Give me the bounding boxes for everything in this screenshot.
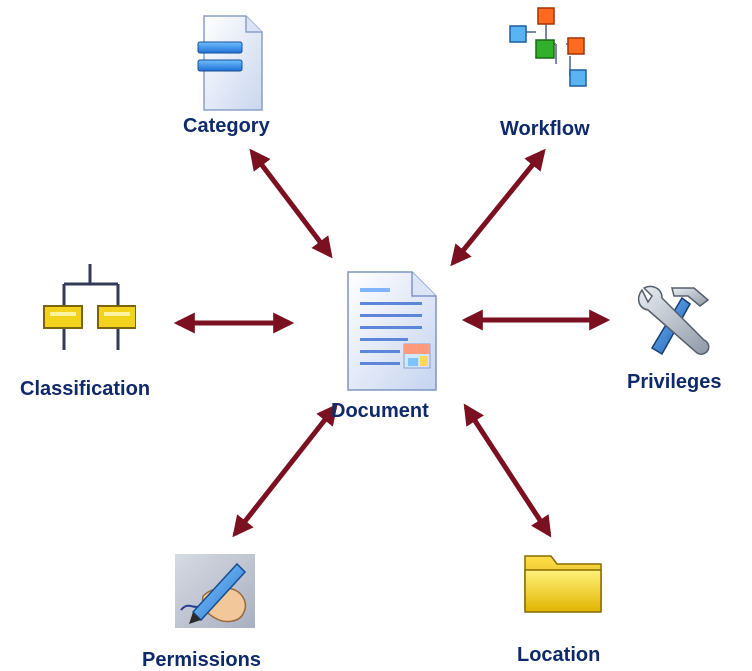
node-label-classification: Classification <box>20 378 151 400</box>
node-label-location: Location <box>517 644 601 666</box>
node-label-workflow: Workflow <box>500 118 590 140</box>
node-label-privileges: Privileges <box>627 371 722 393</box>
workflow-icon <box>506 4 590 96</box>
arrow-category <box>249 148 333 259</box>
node-label-document: Document <box>331 400 429 422</box>
pen-signature-icon <box>173 552 257 630</box>
folder-icon <box>521 548 605 616</box>
arrow-permissions <box>232 403 338 538</box>
arrow-location <box>463 403 552 538</box>
document-icon <box>344 270 440 392</box>
node-label-category: Category <box>183 115 270 137</box>
tools-icon <box>634 282 718 360</box>
arrow-workflow <box>450 148 546 267</box>
classification-icon <box>38 262 137 354</box>
category-icon <box>190 14 268 114</box>
node-label-permissions: Permissions <box>142 649 261 671</box>
